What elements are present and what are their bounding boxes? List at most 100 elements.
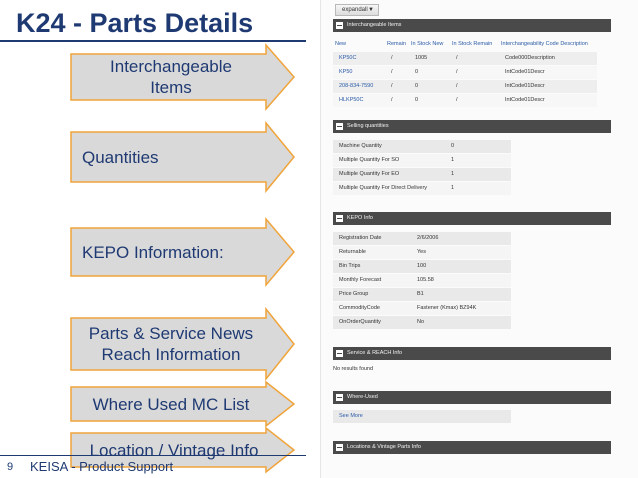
table-row[interactable] <box>333 94 597 107</box>
table-row <box>333 154 511 167</box>
callout-label: Interchangeable Items <box>110 57 232 97</box>
column-header[interactable]: New <box>335 41 347 47</box>
arrow-shape <box>70 216 295 288</box>
section-title: Interchangeable Items <box>347 22 402 28</box>
table-cell: / <box>456 55 458 61</box>
column-header[interactable]: In Stock Remain <box>452 41 493 47</box>
callout-label: Parts & Service News Reach Information <box>88 324 254 364</box>
callout-interchangeable: Interchangeable Items <box>70 43 296 111</box>
field-value: Yes <box>417 249 426 255</box>
field-value: 2/6/2006 <box>417 235 439 241</box>
table-row <box>333 246 511 259</box>
field-value: 105.58 <box>417 277 434 283</box>
arrow-shape <box>70 380 296 428</box>
field-label: Price Group <box>339 291 369 297</box>
field-label: Registration Date <box>339 235 382 241</box>
parts-details-panel: expandall ▼ Interchangeable Items New Re… <box>320 0 638 478</box>
table-cell: Code000Description <box>505 55 555 61</box>
arrow-shape <box>70 426 296 474</box>
page-number: 9 <box>7 461 14 473</box>
field-label: Multiple Quantity For SO <box>339 157 400 163</box>
table-cell: / <box>456 69 458 75</box>
column-header[interactable]: In Stock New <box>411 41 444 47</box>
section-interchangeable-header[interactable]: Interchangeable Items <box>333 19 611 32</box>
field-label: Monthly Forecast <box>339 277 382 283</box>
field-label: Bin Trips <box>339 263 361 269</box>
arrow-shape <box>70 43 295 111</box>
table-row <box>333 140 511 153</box>
callout-service-news: Parts & Service News Reach Information <box>70 306 296 382</box>
field-value: No <box>417 319 425 325</box>
section-title: Selling quantities <box>347 123 389 129</box>
footer-text: KEISA - Product Support <box>30 459 174 474</box>
table-cell: IntCode01Descr <box>505 69 545 75</box>
collapse-icon[interactable] <box>336 444 343 451</box>
part-link[interactable]: 208-834-7590 <box>339 83 374 89</box>
field-value: Fastener (Kmax) BZ94K <box>417 305 477 311</box>
field-label: Multiple Quantity For EO <box>339 171 400 177</box>
part-link[interactable]: HLKP50C <box>339 97 364 103</box>
table-row[interactable] <box>333 80 597 93</box>
arrow-shape <box>70 120 295 194</box>
table-row[interactable] <box>333 52 597 65</box>
column-header[interactable]: Remain <box>387 41 406 47</box>
footer-rule <box>0 455 306 456</box>
field-value: 1 <box>451 171 455 177</box>
section-kepo-header[interactable]: KEPO Info <box>333 212 611 225</box>
table-row <box>333 260 511 273</box>
title-rule <box>0 40 306 42</box>
field-value: 0 <box>451 143 455 149</box>
field-value: 1 <box>451 185 455 191</box>
section-title: Locations & Vintage Parts Info <box>347 444 421 450</box>
field-label: Machine Quantity <box>339 143 382 149</box>
section-locations-header[interactable]: Locations & Vintage Parts Info <box>333 441 611 454</box>
section-service-header[interactable]: Service & REACH Info <box>333 347 611 360</box>
table-cell: IntCode01Descr <box>505 97 545 103</box>
table-cell: 0 <box>415 69 419 75</box>
see-more-row <box>333 410 511 423</box>
collapse-icon[interactable] <box>336 215 343 222</box>
table-row <box>333 316 511 329</box>
callout-where-used: Where Used MC List <box>70 380 296 428</box>
table-row <box>333 288 511 301</box>
callout-kepo: KEPO Information: <box>70 216 296 288</box>
section-title: KEPO Info <box>347 215 373 221</box>
callout-label: Where Used MC List <box>92 394 250 414</box>
callout-quantities: Quantities <box>70 120 296 194</box>
table-cell: / <box>391 97 393 103</box>
part-link[interactable]: KP50C <box>339 55 357 61</box>
arrow-shape <box>70 306 295 382</box>
collapse-icon[interactable] <box>336 22 343 29</box>
section-selling-header[interactable]: Selling quantities <box>333 120 611 133</box>
callout-label: Location / Vintage Info <box>89 440 259 460</box>
table-row <box>333 168 511 181</box>
expand-all-label: expandall <box>342 7 368 13</box>
callout-label: Quantities <box>82 147 159 167</box>
table-cell: 0 <box>415 97 419 103</box>
table-cell: / <box>456 83 458 89</box>
table-cell: / <box>391 69 393 75</box>
collapse-icon[interactable] <box>336 350 343 357</box>
table-row <box>333 182 511 195</box>
field-label: Multiple Quantity For Direct Delivery <box>339 185 428 191</box>
field-label: Returnable <box>339 249 366 255</box>
table-cell: IntCode01Descr <box>505 83 545 89</box>
field-value: B1 <box>417 291 424 297</box>
table-row <box>333 302 511 315</box>
collapse-icon[interactable] <box>336 123 343 130</box>
field-value: 1 <box>451 157 455 163</box>
table-cell: 1005 <box>415 55 428 61</box>
column-header[interactable]: Interchangeability Code Description <box>501 41 588 47</box>
slide-title: K24 - Parts Details <box>16 8 254 38</box>
field-label: OnOrderQuantity <box>339 319 381 325</box>
section-where-used-header[interactable]: Where-Used <box>333 391 611 404</box>
callout-location: Location / Vintage Info <box>70 426 296 474</box>
field-label: CommodityCode <box>339 305 380 311</box>
see-more-link[interactable]: See More <box>339 413 363 419</box>
expand-all-button[interactable]: expandall ▼ <box>335 4 379 16</box>
section-title: Where-Used <box>347 394 378 400</box>
table-row[interactable] <box>333 66 597 79</box>
collapse-icon[interactable] <box>336 394 343 401</box>
no-results-text: No results found <box>333 366 374 372</box>
part-link[interactable]: KP50 <box>339 69 353 75</box>
